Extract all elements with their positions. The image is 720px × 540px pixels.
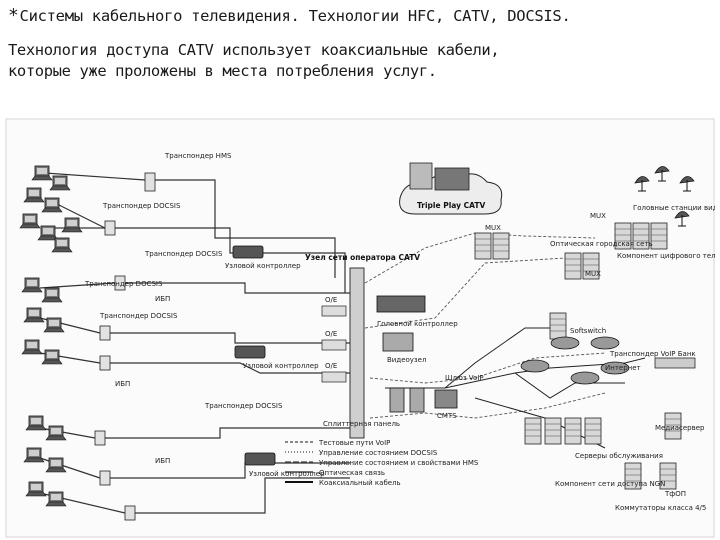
subtitle-line-1: Технология доступа CATV использует коакс… <box>8 41 500 59</box>
label-mediaserver: Медиасервер <box>655 424 705 432</box>
label-cmts: CMTS <box>437 412 457 420</box>
label-voip-gateway: Шлюз VoIP <box>445 374 484 382</box>
catv-network-diagram: Triple Play CATV Транспондер HMS Транспо… <box>5 118 715 538</box>
right-equipment <box>474 165 696 490</box>
slide-subtitle: Технология доступа CATV использует коакс… <box>8 40 714 82</box>
label-node-2: Узловой контроллер <box>243 362 319 370</box>
label-internet: Интернет <box>605 364 641 372</box>
label-digital-tv: Компонент цифрового телевидения DOCSIS <box>617 252 715 260</box>
label-node-1: Узловой контроллер <box>225 262 301 270</box>
label-optic-ring: Оптическая городская сеть <box>550 240 653 248</box>
slide-header: *Системы кабельного телевидения. Техноло… <box>8 6 714 82</box>
label-head-stations: Головные станции видео <box>633 204 715 212</box>
operator-equipment <box>376 295 458 413</box>
label-operator-node: Узел сети оператора CATV <box>305 253 420 262</box>
label-splitter: Сплиттерная панель <box>323 420 400 428</box>
label-switches: Коммутаторы класса 4/5 <box>615 504 706 512</box>
triple-play-cloud <box>399 162 503 215</box>
legend-swatches <box>285 441 313 483</box>
label-softswitch: Softswitch <box>570 327 606 335</box>
legend-hms: Управление состоянием и свойствами HMS <box>319 459 479 467</box>
label-isp-3: ИБП <box>155 457 170 465</box>
label-oe-2: O/E <box>325 330 337 338</box>
node-controllers <box>232 245 276 466</box>
label-docsis-5: Транспондер DOCSIS <box>204 402 283 410</box>
label-transponder-voip: Транспондер VoIP Банк <box>609 350 696 358</box>
legend-voip: Тестовые пути VoIP <box>318 439 390 447</box>
label-mux-1: MUX <box>590 212 606 220</box>
label-docsis-4: Транспондер DOCSIS <box>99 312 178 320</box>
label-isp-1: ИБП <box>155 295 170 303</box>
label-video-node: Видеоузел <box>387 356 426 364</box>
label-ngn: Компонент сети доступа NGN <box>555 480 665 488</box>
label-head-controller: Головной контроллер <box>377 320 458 328</box>
label-docsis-2: Транспондер DOCSIS <box>144 250 223 258</box>
label-node-3: Узловой контроллер <box>249 470 325 478</box>
label-service-servers: Серверы обслуживания <box>575 452 663 460</box>
label-docsis-3: Транспондер DOCSIS <box>84 280 163 288</box>
label-docsis-1: Транспондер DOCSIS <box>102 202 181 210</box>
label-mux-3: MUX <box>585 270 601 278</box>
label-oe-3: O/E <box>325 362 337 370</box>
legend-docsis: Управление состоянием DOCSIS <box>319 449 438 457</box>
label-isp-2: ИБП <box>115 380 130 388</box>
label-tfop: ТфОП <box>664 490 686 498</box>
legend-optic: Оптическая связь <box>319 469 385 477</box>
label-hms: Транспондер HMS <box>164 152 232 160</box>
left-devices <box>94 172 156 521</box>
cloud-label: Triple Play CATV <box>417 201 485 210</box>
legend-coax: Коаксиальный кабель <box>319 479 401 487</box>
slide-title: *Системы кабельного телевидения. Техноло… <box>8 6 714 26</box>
title-text: Системы кабельного телевидения. Технолог… <box>19 7 571 25</box>
subtitle-line-2: которые уже проложены в места потреблени… <box>8 62 437 80</box>
splitter-panel <box>321 267 365 439</box>
label-oe-1: O/E <box>325 296 337 304</box>
title-bullet: * <box>8 5 19 26</box>
label-mux-2: MUX <box>485 224 501 232</box>
